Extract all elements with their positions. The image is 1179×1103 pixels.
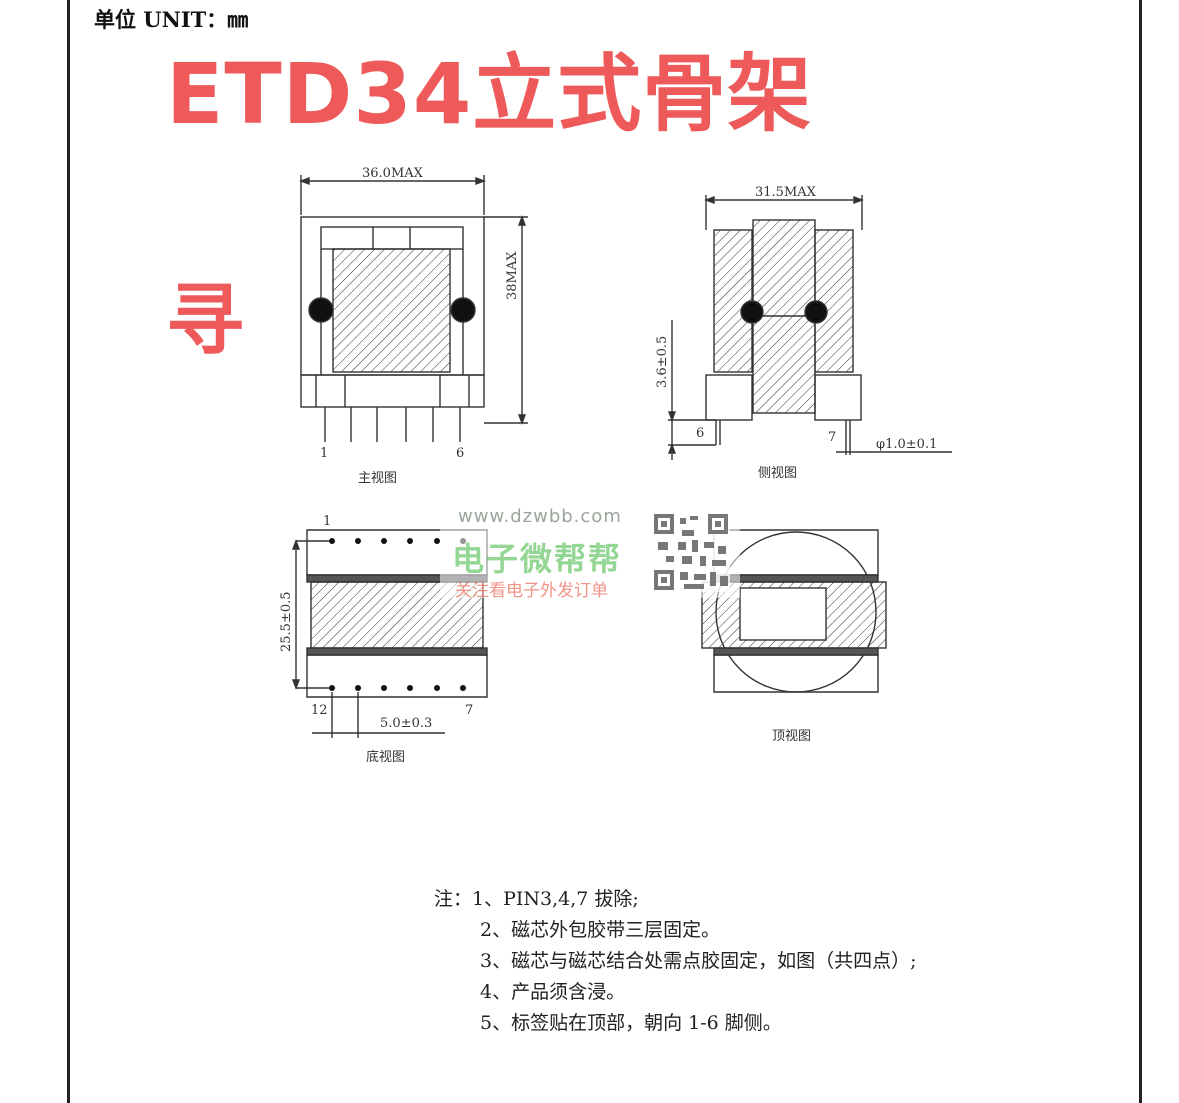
- bottom-view: [291, 529, 488, 738]
- frame-left-border: [67, 0, 70, 1103]
- top-view-label: 顶视图: [772, 729, 812, 744]
- bottom-height-dim: 25.5±0.5: [279, 591, 294, 652]
- side-pin-7-label: 7: [828, 430, 837, 445]
- note-item: 4、产品须含浸。: [480, 981, 626, 1003]
- bottom-pin-1-label: 1: [323, 514, 332, 529]
- front-view-label: 主视图: [358, 471, 398, 486]
- page-title: ETD34立式骨架: [166, 45, 813, 143]
- notes-prefix: 注：: [434, 888, 473, 910]
- front-view: [299, 175, 528, 442]
- note-item: 3、磁芯与磁芯结合处需点胶固定，如图（共四点）;: [480, 950, 917, 972]
- note-item: 2、磁芯外包胶带三层固定。: [480, 919, 721, 941]
- side-pin-6-label: 6: [696, 426, 705, 441]
- front-pin-6-label: 6: [456, 446, 465, 461]
- qr-code-icon[interactable]: [652, 512, 730, 592]
- note-item: 5、标签贴在顶部，朝向 1-6 脚侧。: [480, 1012, 782, 1034]
- side-width-dim: 31.5MAX: [755, 185, 816, 200]
- watermark-slogan: 关注看电子外发订单: [455, 581, 608, 601]
- bottom-pin-12-label: 12: [311, 703, 328, 718]
- front-width-dim: 36.0MAX: [362, 166, 423, 181]
- top-view: [701, 529, 887, 693]
- bottom-view-label: 底视图: [366, 750, 406, 765]
- side-view: [667, 195, 952, 460]
- front-height-dim: 38MAX: [505, 251, 520, 301]
- side-character: 寻: [166, 276, 245, 366]
- watermark-brand: 电子微帮帮: [452, 540, 623, 578]
- side-pin-diameter-dim: φ1.0±0.1: [876, 437, 938, 452]
- watermark-url: www.dzwbb.com: [458, 506, 622, 527]
- side-view-label: 侧视图: [758, 466, 798, 481]
- frame-right-border: [1139, 0, 1142, 1103]
- front-pin-1-label: 1: [320, 446, 329, 461]
- notes-block: 注：1、PIN3,4,7 拔除; 2、磁芯外包胶带三层固定。 3、磁芯与磁芯结合…: [434, 884, 917, 1039]
- side-pin-height-dim: 3.6±0.5: [655, 335, 670, 388]
- bottom-pin-7-label: 7: [465, 703, 474, 718]
- unit-label: 单位 UNIT：㎜: [94, 7, 249, 32]
- bottom-pitch-dim: 5.0±0.3: [380, 716, 433, 731]
- note-item: 注：1、PIN3,4,7 拔除;: [434, 888, 639, 910]
